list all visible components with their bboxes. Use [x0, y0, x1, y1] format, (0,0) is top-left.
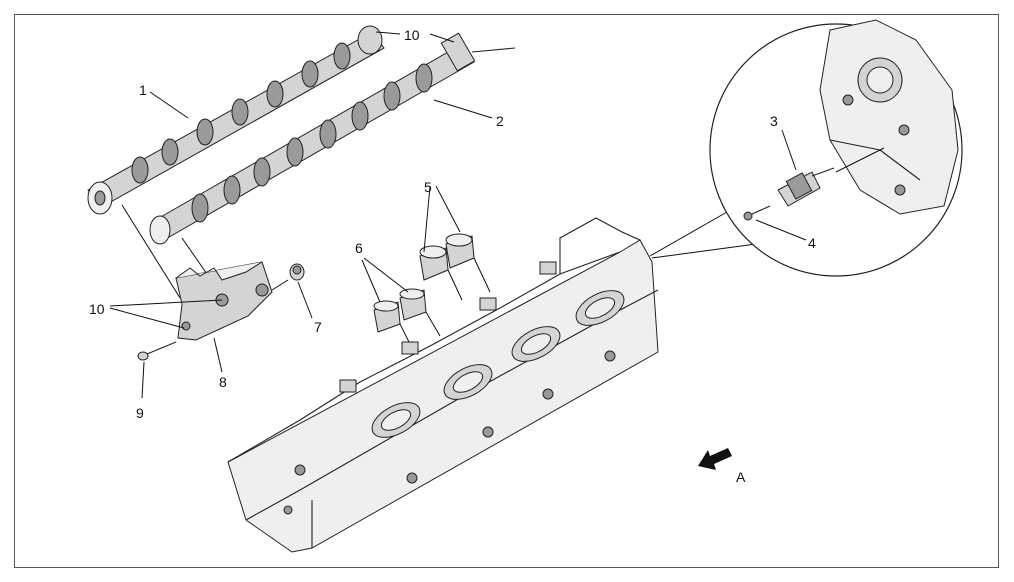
tappet-5b [445, 233, 475, 269]
bolt-9 [137, 341, 177, 361]
tappet-6a [373, 300, 401, 333]
callout-7: 7 [314, 319, 322, 335]
direction-arrow-icon [698, 448, 732, 470]
camshaft-1 [87, 25, 385, 215]
callout-10-camshaft: 10 [404, 27, 420, 43]
bolt-4 [743, 205, 771, 221]
callout-5: 5 [424, 179, 432, 195]
callout-2: 2 [496, 113, 504, 129]
callout-3: 3 [770, 113, 778, 129]
plug-7 [289, 263, 305, 281]
camshaft-2 [149, 32, 516, 245]
direction-label: A [736, 469, 746, 485]
callout-4: 4 [808, 235, 816, 251]
tappet-5a [419, 245, 449, 281]
cylinder-head [227, 217, 659, 553]
callout-8: 8 [219, 374, 227, 390]
callout-10-bracket: 10 [89, 301, 105, 317]
cam-bracket-8 [175, 261, 273, 341]
callout-6: 6 [355, 240, 363, 256]
callout-9: 9 [136, 405, 144, 421]
diagram-frame [14, 14, 999, 568]
callout-1: 1 [139, 82, 147, 98]
tappet-6b [399, 288, 427, 321]
camshaft-sensor-3 [777, 167, 835, 207]
detail-callout-circle [649, 19, 963, 277]
